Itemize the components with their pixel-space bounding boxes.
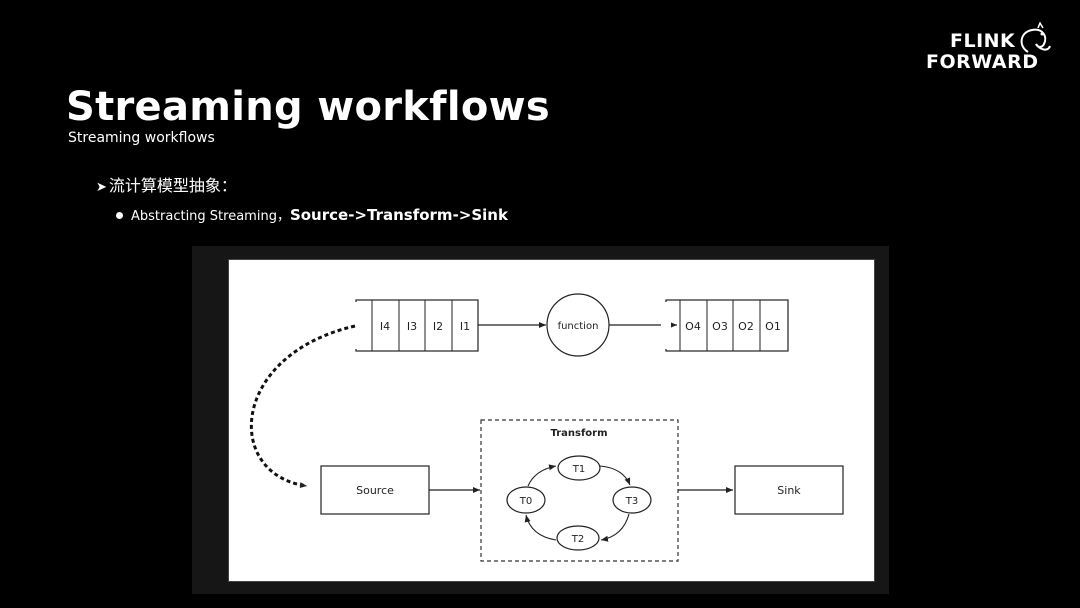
function-node: function (546, 293, 610, 357)
input-item: I2 (433, 320, 443, 333)
t2-node (556, 525, 600, 551)
slide-title: Streaming workflows (66, 84, 551, 130)
input-queue: I4 I3 I2 I1 (349, 299, 479, 352)
t1-to-t3-arrow (599, 465, 631, 486)
sink-label: Sink (777, 484, 801, 497)
t0-node (506, 486, 546, 514)
t3-label: T3 (625, 496, 638, 507)
output-item: O2 (738, 320, 754, 333)
bullet-item-strong: Source->Transform->Sink (289, 206, 508, 224)
transform-label: Transform (550, 428, 607, 439)
t3-node (612, 486, 652, 514)
t0-label: T0 (519, 496, 532, 507)
output-item: O3 (712, 320, 728, 333)
t1-node (557, 455, 601, 481)
output-queue: O4 O3 O2 O1 (661, 299, 789, 352)
dot-bullet-icon (116, 212, 123, 219)
source-node: Source (320, 465, 430, 515)
transform-group: Transform T0 T1 T2 T3 (480, 419, 679, 562)
bullet-heading-text: 流计算模型抽象： (108, 176, 237, 195)
stream-flow-diagram: I4 I3 I2 I1 function O4 O3 O2 O1 (249, 293, 844, 562)
logo-text-forward: FORWARD (926, 51, 1039, 73)
input-item: I4 (380, 320, 390, 333)
t2-label: T2 (571, 534, 584, 545)
input-item: I1 (460, 320, 470, 333)
output-item: O1 (765, 320, 781, 333)
t0-to-t1-arrow (527, 464, 557, 487)
output-item: O4 (685, 320, 701, 333)
input-item: I3 (407, 320, 417, 333)
source-label: Source (356, 484, 394, 497)
squirrel-icon (1020, 22, 1051, 53)
slide-subtitle: Streaming workflows (68, 130, 215, 146)
flink-forward-logo: FLINK FORWARD (924, 22, 1064, 78)
t1-label: T1 (572, 464, 585, 475)
dashed-curve-arrow (249, 324, 356, 489)
t2-to-t0-arrow (524, 514, 557, 541)
bullet-item-text: Abstracting Streaming， (131, 209, 290, 224)
sink-node: Sink (734, 465, 844, 515)
bullet-item: Abstracting Streaming，Source->Transform-… (116, 205, 508, 224)
diagram-panel: I4 I3 I2 I1 function O4 O3 O2 O1 (228, 259, 875, 582)
t3-to-t2-arrow (600, 513, 630, 542)
arrow-bullet-icon: ➤ (96, 180, 107, 195)
function-label: function (558, 321, 599, 332)
logo-text-flink: FLINK (950, 30, 1016, 52)
bullet-heading: ➤流计算模型抽象： (96, 172, 237, 196)
